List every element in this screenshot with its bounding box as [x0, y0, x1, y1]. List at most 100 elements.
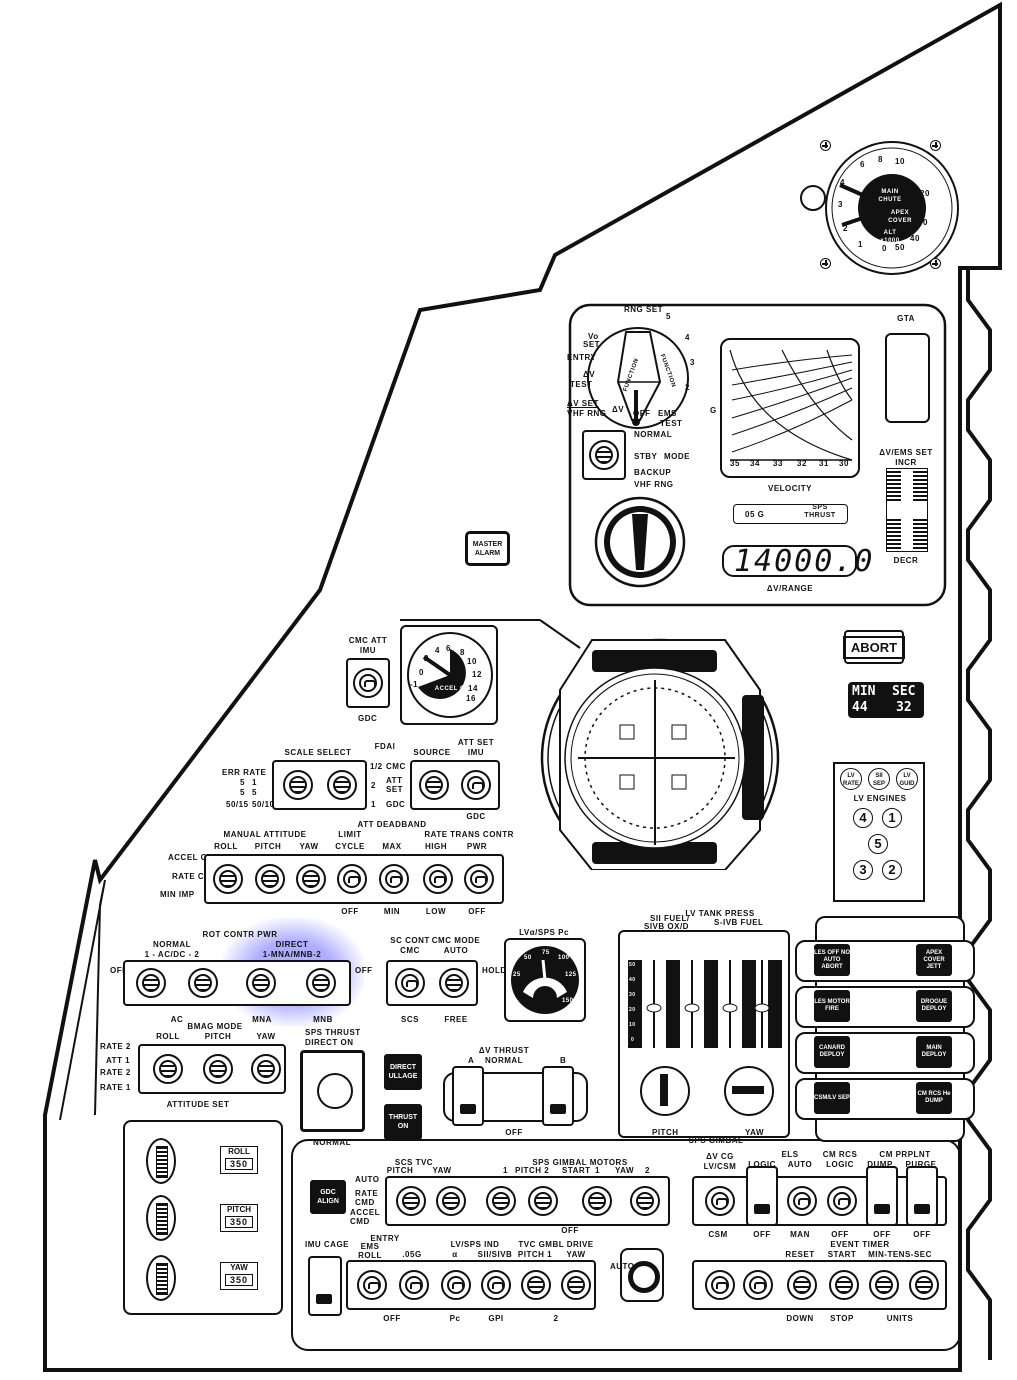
- bmag-roll-toggle[interactable]: [150, 1051, 186, 1087]
- 05g-label: .05G: [402, 1250, 422, 1259]
- sps-gimbal-yaw: YAW: [745, 1128, 764, 1137]
- rot-direct-2-toggle[interactable]: [303, 965, 339, 1001]
- ems-dv-label: ΔV: [583, 370, 596, 379]
- event-timer-start-toggle[interactable]: [826, 1267, 862, 1303]
- bmag-pitch-toggle[interactable]: [200, 1051, 236, 1087]
- ems-pos-5: 5: [666, 312, 671, 321]
- pitch-thumbwheel[interactable]: [146, 1195, 176, 1241]
- roll-thumbwheel[interactable]: [146, 1138, 176, 1184]
- manual-pitch-toggle[interactable]: [252, 861, 288, 897]
- event-timer-right-knob[interactable]: [740, 1267, 776, 1303]
- bmag-rate2b-label: RATE 2: [100, 1068, 131, 1077]
- les-motor-fire-button[interactable]: LES MOTOR FIRE: [814, 990, 850, 1022]
- csm-label: CSM: [708, 1230, 728, 1239]
- event-timer-min-toggle[interactable]: [866, 1267, 902, 1303]
- tank-tick-0: 0: [631, 1037, 635, 1043]
- scale-select-toggle-1[interactable]: [280, 767, 316, 803]
- gimbal-label-pitch2: PITCH 2: [515, 1166, 550, 1175]
- cm-rcs-he-dump-button[interactable]: CM RCS He DUMP: [916, 1082, 952, 1114]
- tvc-yaw-toggle[interactable]: [558, 1267, 594, 1303]
- att-set-imu: IMU: [467, 748, 485, 757]
- att-deadband-toggle[interactable]: [376, 861, 412, 897]
- ems-pos-4: 4: [685, 333, 690, 342]
- csm-lv-sep-button[interactable]: CSM/LV SEP: [814, 1082, 850, 1114]
- gta-cover[interactable]: [885, 333, 930, 423]
- event-timer-reset-toggle[interactable]: [784, 1267, 820, 1303]
- accel-tick-2: 2: [424, 654, 429, 663]
- trans-off-label: OFF: [468, 907, 486, 916]
- cm-rcs-logic-toggle[interactable]: [824, 1183, 860, 1219]
- gimbal-pitch-2-toggle[interactable]: [525, 1183, 561, 1219]
- sps-thrust-guard[interactable]: [300, 1050, 365, 1132]
- lv-sps-sii-toggle[interactable]: [478, 1267, 514, 1303]
- dv-cg-toggle[interactable]: [702, 1183, 738, 1219]
- event-timer-sec-toggle[interactable]: [906, 1267, 942, 1303]
- apex-cover-jett-button[interactable]: APEX COVER JETT: [916, 944, 952, 976]
- les-off-button[interactable]: LES OFF NO AUTO ABORT: [814, 944, 850, 976]
- rot-direct-1-toggle[interactable]: [243, 965, 279, 1001]
- dv-ems-set-switch[interactable]: [886, 468, 928, 552]
- altimeter-adjust-knob[interactable]: [800, 185, 826, 211]
- manual-roll-toggle[interactable]: [210, 861, 246, 897]
- sps-thrust-switch[interactable]: [317, 1073, 353, 1109]
- event-timer-left-knob[interactable]: [702, 1267, 738, 1303]
- yaw-counter-label: YAW: [230, 1263, 248, 1272]
- sc-cont-toggle[interactable]: [392, 965, 428, 1001]
- scs-tvc-pitch-toggle[interactable]: [393, 1183, 429, 1219]
- yaw-thumbwheel[interactable]: [146, 1255, 176, 1301]
- ems-mode-stby: STBY: [634, 452, 658, 461]
- cmc-mode-toggle[interactable]: [436, 965, 472, 1001]
- els-logic-guard[interactable]: [746, 1166, 778, 1226]
- purge-guard[interactable]: [906, 1166, 938, 1226]
- gimbal-yaw-2-toggle[interactable]: [627, 1183, 663, 1219]
- rot-normal-2-toggle[interactable]: [185, 965, 221, 1001]
- bmag-pitch-label: PITCH: [204, 1032, 232, 1041]
- tvc-pitch-toggle[interactable]: [518, 1267, 554, 1303]
- scs-tvc-yaw-toggle[interactable]: [433, 1183, 469, 1219]
- gimbal-yaw-1-toggle[interactable]: [579, 1183, 615, 1219]
- tvc-gmbl-drive-label: TVC GMBL DRIVE: [518, 1240, 594, 1249]
- drogue-deploy-button[interactable]: DROGUE DEPLOY: [916, 990, 952, 1022]
- rot-normal-label: NORMAL: [152, 940, 192, 949]
- master-alarm-button[interactable]: MASTER ALARM: [465, 531, 510, 566]
- att-set-toggle[interactable]: [458, 767, 494, 803]
- source-att-set: ATT SET: [386, 776, 404, 794]
- dv-thrust-b-guard[interactable]: [542, 1066, 574, 1126]
- manual-attitude-label: MANUAL ATTITUDE: [223, 830, 307, 839]
- light-sps-thrust: SPS THRUST: [804, 504, 836, 519]
- rate-toggle[interactable]: [420, 861, 456, 897]
- ems-function-dial[interactable]: [580, 320, 700, 440]
- clock-sec-label: SEC: [892, 684, 916, 699]
- dv-thrust-a-guard[interactable]: [452, 1066, 484, 1126]
- scale-select-toggle-2[interactable]: [324, 767, 360, 803]
- dump-guard[interactable]: [866, 1166, 898, 1226]
- ems-pos-3: 3: [690, 358, 695, 367]
- els-auto-toggle[interactable]: [784, 1183, 820, 1219]
- gdc-align-button[interactable]: GDC ALIGN: [310, 1180, 346, 1214]
- tank-press-tapes: [628, 960, 782, 1048]
- lv-engines-title: LV ENGINES: [853, 794, 907, 803]
- rate-label: RATE: [424, 830, 448, 839]
- rotary-knob[interactable]: [628, 1261, 660, 1293]
- rate-cmd-label: RATE CMD: [172, 872, 218, 881]
- main-deploy-button[interactable]: MAIN DEPLOY: [916, 1036, 952, 1068]
- ems-dv-position-label: ΔV: [612, 405, 625, 414]
- trans-contr-pwr-toggle[interactable]: [461, 861, 497, 897]
- canard-deploy-button[interactable]: CANARD DEPLOY: [814, 1036, 850, 1068]
- limit-cycle-toggle[interactable]: [334, 861, 370, 897]
- thrust-on-button[interactable]: THRUST ON: [384, 1104, 422, 1140]
- manual-yaw-toggle[interactable]: [293, 861, 329, 897]
- gimbal-pitch-1-toggle[interactable]: [483, 1183, 519, 1219]
- ems-roll-toggle[interactable]: [354, 1267, 390, 1303]
- fdai-source-toggle[interactable]: [416, 767, 452, 803]
- cmc-att-toggle[interactable]: [350, 665, 386, 701]
- incr-label: INCR: [895, 458, 917, 467]
- imu-cage-guard[interactable]: [308, 1256, 342, 1316]
- rot-normal-1-toggle[interactable]: [133, 965, 169, 1001]
- ems-mode-toggle[interactable]: [586, 437, 622, 473]
- 05g-toggle[interactable]: [396, 1267, 432, 1303]
- bmag-yaw-toggle[interactable]: [248, 1051, 284, 1087]
- lv-sps-alpha-toggle[interactable]: [438, 1267, 474, 1303]
- bmag-mode-label: BMAG MODE: [187, 1022, 243, 1031]
- direct-ullage-button[interactable]: DIRECT ULLAGE: [384, 1054, 422, 1090]
